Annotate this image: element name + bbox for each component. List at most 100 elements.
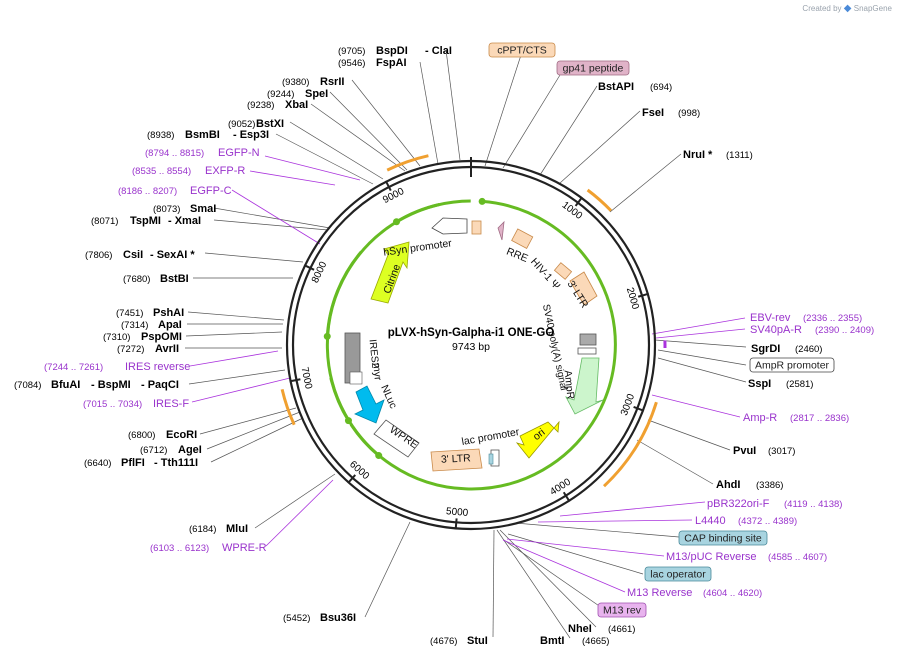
label-m13reverse-range: (4604 .. 4620) xyxy=(703,588,762,599)
inner-hiv1: HIV-1 Ψ xyxy=(528,256,562,292)
label-6712-num: (6712) xyxy=(140,445,167,456)
label-ampr-primer: Amp-R xyxy=(743,412,777,424)
box-cppt-bg xyxy=(488,42,556,58)
label-sv40par-range: (2390 .. 2409) xyxy=(815,325,874,336)
label-fspai: FspAI xyxy=(376,57,407,69)
label-avrii: AvrII xyxy=(155,343,179,355)
label-7084-num: (7084) xyxy=(14,380,41,391)
myr-feature xyxy=(349,371,363,385)
label-bstapi: BstAPI xyxy=(598,81,634,93)
label-694-num: (694) xyxy=(650,82,672,93)
label-ampr-range: (2817 .. 2836) xyxy=(790,413,849,424)
label-pbr322orif-range: (4119 .. 4138) xyxy=(784,499,842,510)
tick-label: 2000 xyxy=(624,286,641,311)
cppt-feature xyxy=(471,220,482,235)
box-lacop-text: lac operator xyxy=(650,569,706,581)
label-1311-num: (1311) xyxy=(726,150,753,161)
inner-arc-head-arc-d xyxy=(344,417,352,425)
lac-operator-feature xyxy=(488,453,494,465)
inner-arc-arc-b xyxy=(395,203,440,224)
nluc-arrow xyxy=(354,385,385,424)
label-6184-num: (6184) xyxy=(189,524,216,535)
outer-feature-6800-arc xyxy=(280,388,296,426)
label-9238-num: (9238) xyxy=(247,100,274,111)
label-wprer: WPRE-R xyxy=(222,542,267,554)
snapgene-logo-icon: ◆ xyxy=(843,3,852,14)
hsyn-promoter-arrow xyxy=(431,217,468,235)
leader-lines xyxy=(185,49,747,639)
label-iresrev: IRES reverse xyxy=(125,361,190,373)
label-pspomi: PspOMI xyxy=(141,331,182,343)
label-wprer-range: (6103 .. 6123) xyxy=(150,543,209,554)
created-by-text: Created by xyxy=(802,4,842,13)
box-lacop: lac operator xyxy=(644,566,712,582)
label-4665-num: (4665) xyxy=(582,636,609,647)
label-exfpr: EXFP-R xyxy=(205,165,245,177)
box-cap-text: CAP binding site xyxy=(684,533,762,545)
map-length: 9743 bp xyxy=(452,341,490,353)
label-6640-num: (6640) xyxy=(84,458,111,469)
label-ebvrev: EBV-rev xyxy=(750,312,791,324)
plasmid-backbone xyxy=(285,157,657,531)
label-2581-num: (2581) xyxy=(786,379,813,390)
tick-label: 4000 xyxy=(548,476,573,497)
label-mlui: MluI xyxy=(226,523,248,535)
label-9380-num: (9380) xyxy=(282,77,309,88)
label-xmai: - XmaI xyxy=(168,215,201,227)
primer-leader-lines xyxy=(189,155,746,593)
label-sgrdi: SgrDI xyxy=(751,343,780,355)
tick-mark xyxy=(574,196,584,207)
tick-label: 7000 xyxy=(299,366,314,390)
label-m13puc-range: (4585 .. 4607) xyxy=(768,552,827,563)
label-iresf-range: (7015 .. 7034) xyxy=(83,399,142,410)
label-ahdi: AhdI xyxy=(716,479,740,491)
label-nrui: NruI * xyxy=(683,149,713,161)
box-cap: CAP binding site xyxy=(678,530,768,546)
ampr-arrow xyxy=(565,357,604,415)
label-8071-num: (8071) xyxy=(91,216,118,227)
label-l4440: L4440 xyxy=(695,515,726,527)
label-bspdi: BspDI xyxy=(376,45,408,57)
box-m13rev-text: M13 rev xyxy=(603,605,642,617)
tick-mark xyxy=(384,180,392,192)
box-m13rev: M13 rev xyxy=(597,602,647,618)
tick-mark xyxy=(303,264,315,271)
box-gp41: gp41 peptide xyxy=(556,60,630,76)
tick-label: 5000 xyxy=(446,506,470,519)
wpre-feature xyxy=(373,419,420,458)
label-sv40par: SV40pA-R xyxy=(750,324,802,336)
label-9244-num: (9244) xyxy=(267,89,294,100)
label-998-num: (998) xyxy=(678,108,700,119)
label-m13puc: M13/pUC Reverse xyxy=(666,551,756,563)
box-m13rev-bg xyxy=(597,602,647,618)
tick-mark xyxy=(637,292,650,298)
label-tth111i: - Tth111I xyxy=(154,457,198,469)
tick-mark xyxy=(289,378,301,383)
inner-arc-head-arc-c xyxy=(323,332,331,340)
tick-label: 1000 xyxy=(560,200,585,222)
inner-feature-arcs xyxy=(323,197,617,491)
inner-ires2: IRES2 xyxy=(367,339,381,369)
label-bstbi: BstBI xyxy=(160,273,189,285)
box-amprpromoter-bg xyxy=(749,357,835,373)
label-l4440-range: (4372 .. 4389) xyxy=(738,516,797,527)
label-pbr322orif: pBR322ori-F xyxy=(707,498,770,510)
box-cppt: cPPT/CTS xyxy=(488,42,556,58)
box-gp41-bg xyxy=(556,60,630,76)
label-iresf: IRES-F xyxy=(153,398,189,410)
label-esp3i: - Esp3I xyxy=(233,129,269,141)
snapgene-logo-text: SnapGene xyxy=(853,4,892,13)
label-7806-num: (7806) xyxy=(85,250,112,261)
site-labels: (9705)BspDI- ClaI(9546)FspAI(9380)RsrII(… xyxy=(14,45,874,647)
label-xbai: XbaI xyxy=(285,99,308,111)
label-agei: AgeI xyxy=(178,444,202,456)
label-ebvrev-range: (2336 .. 2355) xyxy=(803,313,862,324)
label-egfpc-range: (8186 .. 8207) xyxy=(118,186,177,197)
label-9705-num: (9705) xyxy=(338,46,365,57)
label-fsei: FseI xyxy=(642,107,664,119)
inner-arc-head-arc-b xyxy=(393,218,401,226)
label-4661-num: (4661) xyxy=(608,624,635,635)
tick-mark xyxy=(633,405,645,412)
label-egfpn: EGFP-N xyxy=(218,147,260,159)
